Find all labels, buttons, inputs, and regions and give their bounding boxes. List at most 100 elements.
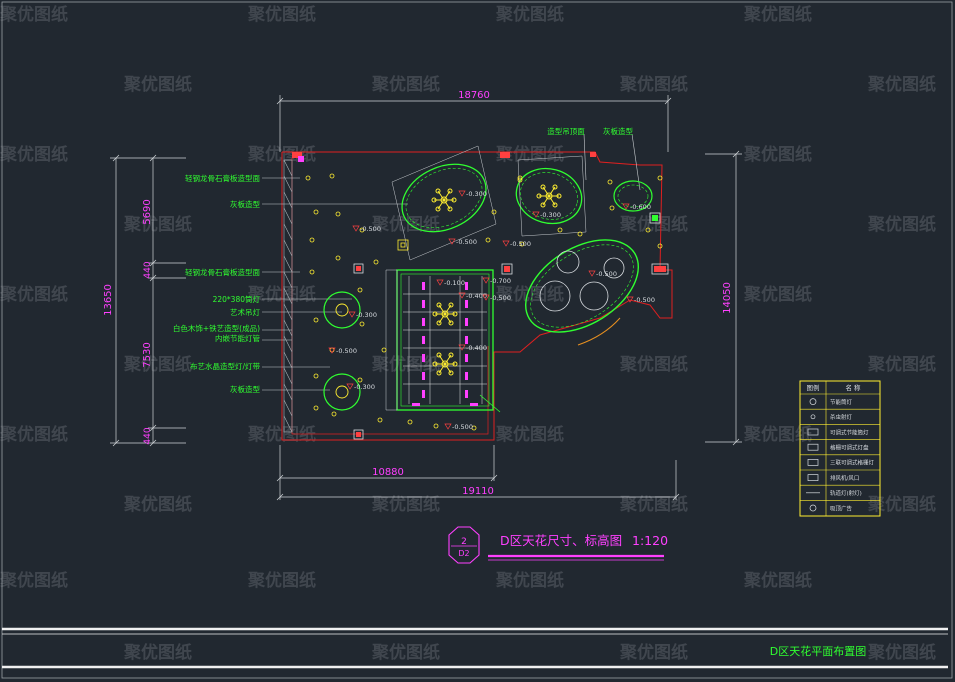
legend-row-label: 轨道灯(射灯) bbox=[830, 489, 862, 497]
elevation-marker-icon bbox=[482, 294, 490, 301]
round-light-feature-1 bbox=[323, 291, 361, 329]
elevation-marker-icon bbox=[532, 211, 540, 218]
ceiling-outline bbox=[281, 151, 673, 441]
watermark-text: 聚优图纸 bbox=[371, 354, 440, 375]
watermark-text: 聚优图纸 bbox=[0, 570, 68, 591]
downlight-icon bbox=[357, 287, 363, 293]
annotation-left-8: 布艺水晶造型灯/灯带 bbox=[190, 361, 261, 371]
watermark-text: 聚优图纸 bbox=[495, 4, 564, 25]
downlight-icon bbox=[471, 425, 477, 431]
feature-bounding-frames bbox=[391, 145, 587, 261]
watermark-text: 聚优图纸 bbox=[867, 354, 936, 375]
exhaust-vent-icons bbox=[292, 152, 669, 440]
oval-ceiling-feature-4 bbox=[524, 239, 640, 333]
downlight-icon bbox=[577, 231, 583, 237]
downlight-icon bbox=[491, 209, 497, 215]
watermark-text: 聚优图纸 bbox=[867, 642, 936, 663]
elevation-label: -0.300 bbox=[356, 311, 377, 319]
downlight-icon bbox=[305, 175, 311, 181]
elevation-marker-icon bbox=[622, 203, 630, 210]
elevation-marker-icon bbox=[436, 279, 444, 286]
dim-right-total: 14050 bbox=[722, 282, 733, 314]
downlight-icon bbox=[309, 237, 315, 243]
elevation-marker-icon bbox=[626, 296, 634, 303]
downlight-icon bbox=[381, 347, 387, 353]
elevation-label: -0.400 bbox=[466, 292, 487, 300]
annotation-left-2: 灰板造型 bbox=[230, 199, 260, 209]
legend-header-symbol: 图例 bbox=[807, 383, 820, 392]
downlight-icon bbox=[517, 177, 523, 183]
elevation-label: -0.500 bbox=[452, 423, 473, 431]
watermark-text: 聚优图纸 bbox=[619, 642, 688, 663]
downlight-icon bbox=[335, 255, 341, 261]
watermark-text: 聚优图纸 bbox=[867, 494, 936, 515]
elevation-label: -0.500 bbox=[360, 225, 381, 233]
footer-title: D区天花平面布置图 bbox=[770, 645, 866, 658]
title-badge-top: 2 bbox=[461, 537, 467, 547]
elevation-marker-icon bbox=[348, 311, 356, 318]
elevation-label: -0.600 bbox=[630, 203, 651, 211]
legend-symbol-icon bbox=[809, 398, 817, 405]
elevation-marker-icon bbox=[458, 292, 466, 299]
oval-ceiling-feature-3 bbox=[613, 180, 653, 212]
watermark-text: 聚优图纸 bbox=[247, 570, 316, 591]
drawing-title: D区天花尺寸、标高图 bbox=[500, 533, 622, 548]
elevation-labels: -0.300-0.300-0.500-0.500-0.500-0.700-0.4… bbox=[328, 190, 655, 431]
legend-row-label: 排风机/风口 bbox=[830, 474, 859, 482]
watermark-text: 聚优图纸 bbox=[743, 570, 812, 591]
annotation-left-5: 艺术吊灯 bbox=[230, 307, 260, 317]
watermark-text: 聚优图纸 bbox=[0, 424, 68, 445]
legend-table: 图例 名 称 节能筒灯杀虫射灯可调式节能筒灯格栅可调式灯盘三联可调式格栅灯排风机… bbox=[799, 380, 881, 517]
elevation-marker-icon bbox=[458, 344, 466, 351]
watermark-text: 聚优图纸 bbox=[371, 214, 440, 235]
dim-left-seg-1: 5690 bbox=[142, 199, 153, 224]
watermark-text: 聚优图纸 bbox=[743, 424, 812, 445]
oval-ceiling-feature-2 bbox=[515, 167, 583, 225]
footer-title-bar: D区天花平面布置图 bbox=[2, 627, 948, 669]
watermark-text: 聚优图纸 bbox=[123, 494, 192, 515]
dim-left-total: 13650 bbox=[103, 284, 114, 316]
dim-left-seg-3: 7530 bbox=[142, 342, 153, 367]
legend-symbol-icon bbox=[810, 414, 816, 420]
leader-lines bbox=[262, 133, 641, 391]
elevation-label: -0.700 bbox=[490, 277, 511, 285]
watermark-text: 聚优图纸 bbox=[495, 144, 564, 165]
elevation-marker-icon bbox=[328, 347, 336, 354]
watermark-text: 聚优图纸 bbox=[495, 284, 564, 305]
annotation-top-2: 灰板造型 bbox=[603, 126, 633, 136]
downlight-icon bbox=[331, 411, 337, 417]
annotation-left-6: 白色木饰+铁艺造型(成品) bbox=[173, 323, 260, 333]
legend-symbol-icon bbox=[807, 474, 819, 481]
downlight-icons bbox=[305, 173, 663, 431]
annotation-labels: 轻钢龙骨石膏板造型面 灰板造型 轻钢龙骨石膏板造型面 220*380筒灯 艺术吊… bbox=[173, 126, 634, 394]
elevation-label: -0.500 bbox=[456, 238, 477, 246]
downlight-icon bbox=[645, 227, 651, 233]
elevation-label: -0.300 bbox=[540, 211, 561, 219]
drawing-scale: 1:120 bbox=[632, 533, 668, 548]
downlight-icon bbox=[335, 211, 341, 217]
watermark-text: 聚优图纸 bbox=[123, 214, 192, 235]
elevation-label: -0.500 bbox=[596, 270, 617, 278]
downlight-icon bbox=[609, 205, 615, 211]
watermark-text: 聚优图纸 bbox=[371, 494, 440, 515]
downlight-icon bbox=[359, 321, 365, 327]
curved-arc-feature bbox=[577, 317, 621, 346]
elevation-label: -0.500 bbox=[510, 240, 531, 248]
annotation-left-7: 内嵌节能灯管 bbox=[215, 333, 260, 343]
elevation-label: -0.400 bbox=[466, 344, 487, 352]
legend-row-label: 格栅可调式灯盘 bbox=[830, 444, 869, 452]
downlight-icon bbox=[485, 237, 491, 243]
dim-bottom-inner: 10880 bbox=[372, 467, 404, 478]
oval-ceiling-feature-1 bbox=[401, 163, 487, 233]
misc-markers bbox=[298, 152, 596, 162]
watermark-text: 聚优图纸 bbox=[619, 494, 688, 515]
annotation-left-1: 轻钢龙骨石膏板造型面 bbox=[185, 173, 260, 183]
dim-top-width: 18760 bbox=[458, 90, 490, 101]
annotation-left-3: 轻钢龙骨石膏板造型面 bbox=[185, 267, 260, 277]
elevation-label: -0.500 bbox=[490, 294, 511, 302]
dimension-lines bbox=[110, 95, 742, 501]
watermark-text: 聚优图纸 bbox=[495, 570, 564, 591]
downlight-icon bbox=[373, 259, 379, 265]
legend-row-label: 节能筒灯 bbox=[830, 398, 853, 406]
